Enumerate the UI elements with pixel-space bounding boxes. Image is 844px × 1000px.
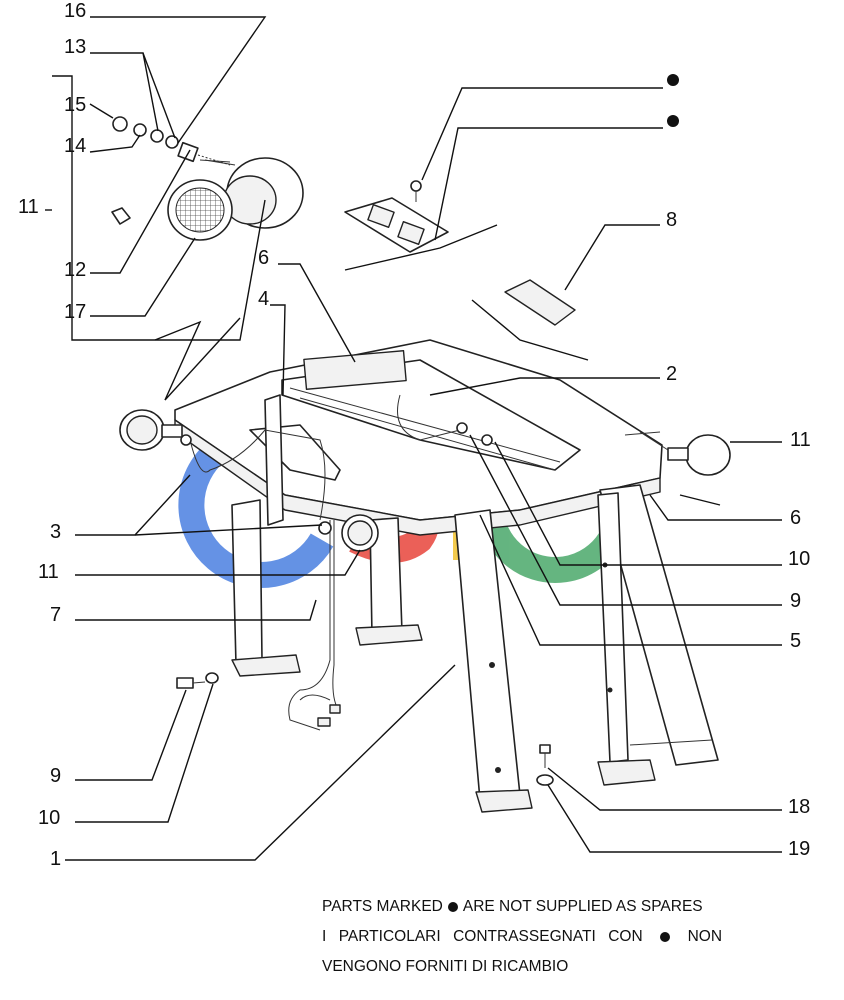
not-supplied-marker [667,115,679,127]
lamp-lower [318,514,379,552]
callout-label: 8 [666,209,677,231]
callout-label: 10 [38,807,60,829]
callout-label: 14 [64,135,86,157]
callout-label: 9 [50,765,61,787]
callout-label: 15 [64,94,86,116]
callout-label: 11 [18,196,39,218]
callout-label: 19 [788,838,810,860]
top-plate-edge [174,419,661,536]
plate-not-supplied [344,180,449,253]
not-supplied-marker [667,74,679,86]
lamp-left [119,409,192,451]
callout-label: 3 [50,521,61,543]
hardware-loose [176,422,554,786]
callout-label: 9 [790,590,801,612]
connector [329,704,341,714]
callout-labels: 16 13 15 14 11 12 17 6 4 8 2 11 6 3 10 1… [18,0,811,870]
washer-10-top [481,434,493,446]
washer-19 [536,774,554,786]
connector [317,717,331,727]
washer-13a [150,129,164,143]
callout-label: 7 [50,604,61,626]
callout-label: 16 [64,0,86,22]
stand-frame [174,339,719,813]
switch-plate [344,197,449,253]
screw-not-supplied [410,180,422,192]
callout-label: 12 [64,259,86,281]
spares-footnote: PARTS MARKED ARE NOT SUPPLIED AS SPARES I… [322,896,722,986]
leg-rear-right-inner [597,492,629,763]
leg-rear-right [599,484,719,766]
footnote-line-2: I PARTICOLARI CONTRASSEGNATI CON NON [322,926,722,956]
footnote-text: PARTS MARKED [322,898,443,915]
callout-label: 11 [38,561,59,583]
lamp-right [639,431,731,476]
bullet-marker-icon [447,902,458,912]
bolt-9 [176,677,194,689]
washer-14 [133,123,147,137]
break-lines [154,224,721,506]
lamp-assembly-exploded [111,116,304,241]
callout-label: 13 [64,36,86,58]
callout-label: 10 [788,548,810,570]
post-4 [264,394,284,526]
bolt-9-top [456,422,468,434]
foot-front-left [231,654,301,677]
bulb-12 [111,207,131,225]
wiring-harness [189,394,661,731]
bolt-18 [539,744,551,754]
footnote-text: VENGONO FORNITI DI RICAMBIO [322,958,569,975]
footnote-text: ARE NOT SUPPLIED AS SPARES [462,898,703,915]
foot-front-right [475,789,533,813]
nut-15 [112,116,128,132]
leader-lines [45,16,782,861]
grommet-16 [177,141,199,163]
callout-label: 2 [666,363,677,385]
callout-label: 18 [788,796,810,818]
callout-label: 17 [64,301,86,323]
callout-label: 5 [790,630,801,652]
footnote-text: NON [687,928,723,945]
leg-front-left [231,499,263,666]
footnote-text: I PARTICOLARI CONTRASSEGNATI CON [322,928,643,945]
footnote-line-1: PARTS MARKED ARE NOT SUPPLIED AS SPARES [322,896,722,926]
washer-10 [205,672,219,684]
footnote-line-3: VENGONO FORNITI DI RICAMBIO [322,956,722,986]
foot-rear-right [597,759,656,786]
washer-13b [165,135,179,149]
part-8 [504,279,576,326]
foot-rear-left [355,624,423,646]
callout-label: 1 [50,848,61,870]
callout-label: 4 [258,288,269,310]
bullet-marker-icon [660,932,671,942]
callout-label: 6 [258,247,269,269]
bar-6 [303,349,407,391]
callout-label: 11 [790,429,811,451]
callout-label: 6 [790,507,801,529]
